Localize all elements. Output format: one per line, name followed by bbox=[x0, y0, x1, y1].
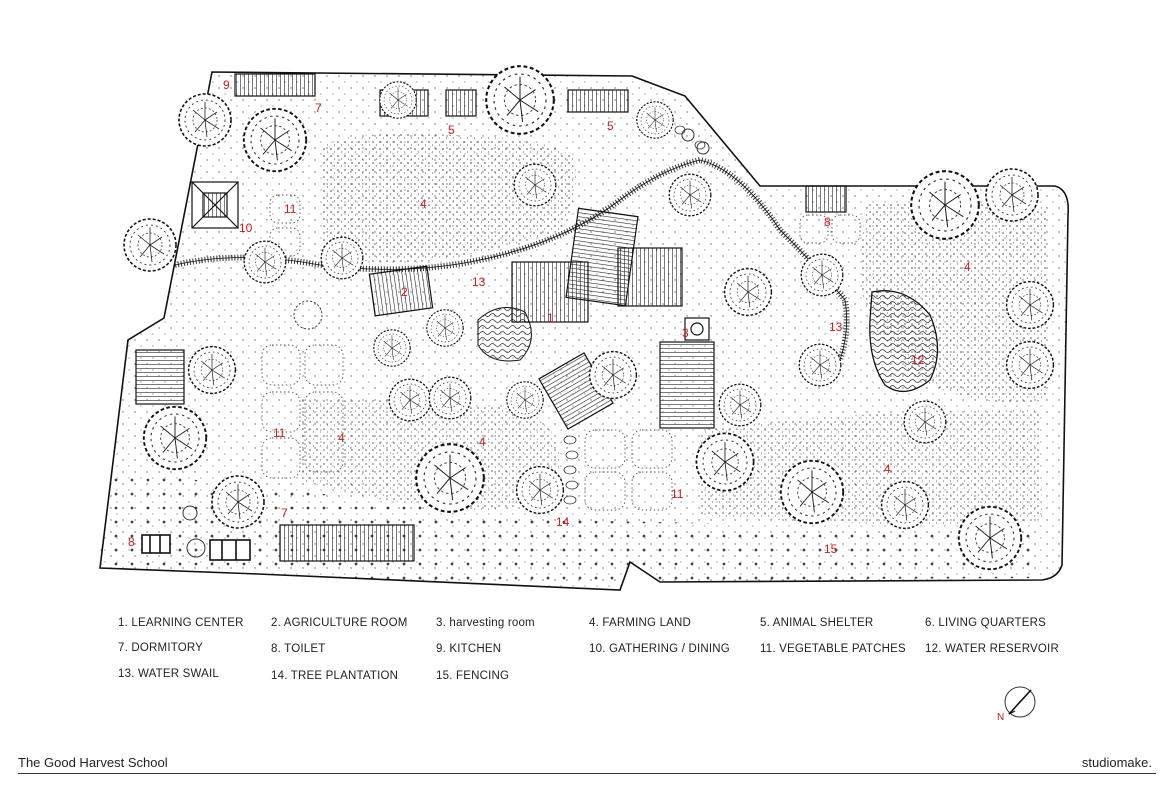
label-swail-center: 13 bbox=[472, 275, 486, 289]
label-farm-top: 4 bbox=[420, 197, 427, 211]
plan-number-labels: 1 2 3 4 4 4 4 4 5 5 7 7 8 8 9 10 11 11 1… bbox=[128, 78, 971, 556]
label-veg-top: 11 bbox=[284, 202, 297, 216]
legend-item: 1. LEARNING CENTER bbox=[118, 617, 244, 629]
animal-shelter-a2 bbox=[445, 89, 477, 117]
label-harvesting-room: 3 bbox=[682, 326, 689, 340]
label-learning-center: 1 bbox=[547, 311, 554, 325]
harvesting-room-building bbox=[659, 341, 715, 429]
label-gathering: 10 bbox=[239, 221, 253, 235]
legend-item: 10. GATHERING / DINING bbox=[589, 643, 730, 655]
label-animal-shelter-a: 5 bbox=[448, 123, 455, 137]
label-kitchen: 9 bbox=[223, 78, 230, 92]
legend-item: 14. TREE PLANTATION bbox=[271, 670, 399, 682]
label-veg-left: 11 bbox=[273, 426, 286, 440]
legend-item: 2. AGRICULTURE ROOM bbox=[271, 617, 408, 629]
label-fencing: 15 bbox=[824, 542, 838, 556]
legend-item: 7. DORMITORY bbox=[118, 642, 204, 654]
studio-brand: studiomake. bbox=[1081, 755, 1152, 770]
legend-item: 11. VEGETABLE PATCHES bbox=[760, 643, 906, 655]
label-agriculture-room: 2 bbox=[401, 285, 408, 299]
veg-patches-top bbox=[269, 194, 861, 257]
water-reservoir bbox=[869, 290, 939, 392]
dormitory-bottom-building bbox=[279, 524, 415, 562]
legend-item: 8. TOILET bbox=[271, 643, 326, 655]
label-reservoir: 12 bbox=[911, 353, 925, 367]
page-title: The Good Harvest School bbox=[18, 755, 168, 770]
legend-item: 5. ANIMAL SHELTER bbox=[760, 617, 874, 629]
label-swail-east: 13 bbox=[829, 320, 843, 334]
small-rings bbox=[182, 128, 710, 558]
veg-patches-left bbox=[261, 344, 344, 479]
label-farm-south-east: 4 bbox=[884, 462, 891, 476]
legend-item: 15. FENCING bbox=[436, 670, 510, 682]
footer-divider bbox=[18, 773, 1156, 774]
label-toilet-west: 8 bbox=[128, 535, 135, 549]
label-farm-mid: 4 bbox=[479, 435, 486, 449]
label-farm-mid-left: 4 bbox=[338, 431, 345, 445]
stepping-stones bbox=[563, 125, 706, 505]
legend-item: 9. KITCHEN bbox=[436, 643, 502, 655]
label-toilet-east: 8 bbox=[824, 215, 831, 229]
label-trees: 14 bbox=[556, 515, 570, 529]
toilet-west-building bbox=[141, 534, 251, 561]
label-animal-shelter-b: 5 bbox=[607, 119, 614, 133]
north-arrow-icon bbox=[1004, 686, 1036, 718]
legend-item: 3. harvesting room bbox=[436, 617, 535, 629]
dormitory-top-building bbox=[234, 73, 316, 97]
label-dormitory-bottom: 7 bbox=[281, 506, 288, 520]
west-building bbox=[135, 349, 185, 405]
agriculture-room-building bbox=[368, 265, 434, 317]
label-dormitory-top: 7 bbox=[315, 101, 322, 115]
toilet-east-building bbox=[805, 185, 847, 213]
legend-item: 13. WATER SWAIL bbox=[118, 668, 219, 680]
legend-item: 4. FARMING LAND bbox=[589, 617, 692, 629]
farm-field-top bbox=[322, 133, 576, 263]
label-veg-mid: 11 bbox=[671, 487, 684, 501]
site-plan-drawing: 1 2 3 4 4 4 4 4 5 5 7 7 8 8 9 10 11 11 1… bbox=[99, 65, 1070, 591]
buildings bbox=[135, 73, 847, 562]
animal-shelter-b bbox=[567, 89, 629, 113]
legend-item: 6. LIVING QUARTERS bbox=[925, 617, 1046, 629]
label-farm-east: 4 bbox=[964, 260, 971, 274]
learning-center-wing-3 bbox=[617, 247, 683, 307]
legend-item: 12. WATER RESERVOIR bbox=[925, 643, 1059, 655]
veg-patches-mid bbox=[584, 429, 673, 511]
north-label: N bbox=[997, 712, 1005, 723]
